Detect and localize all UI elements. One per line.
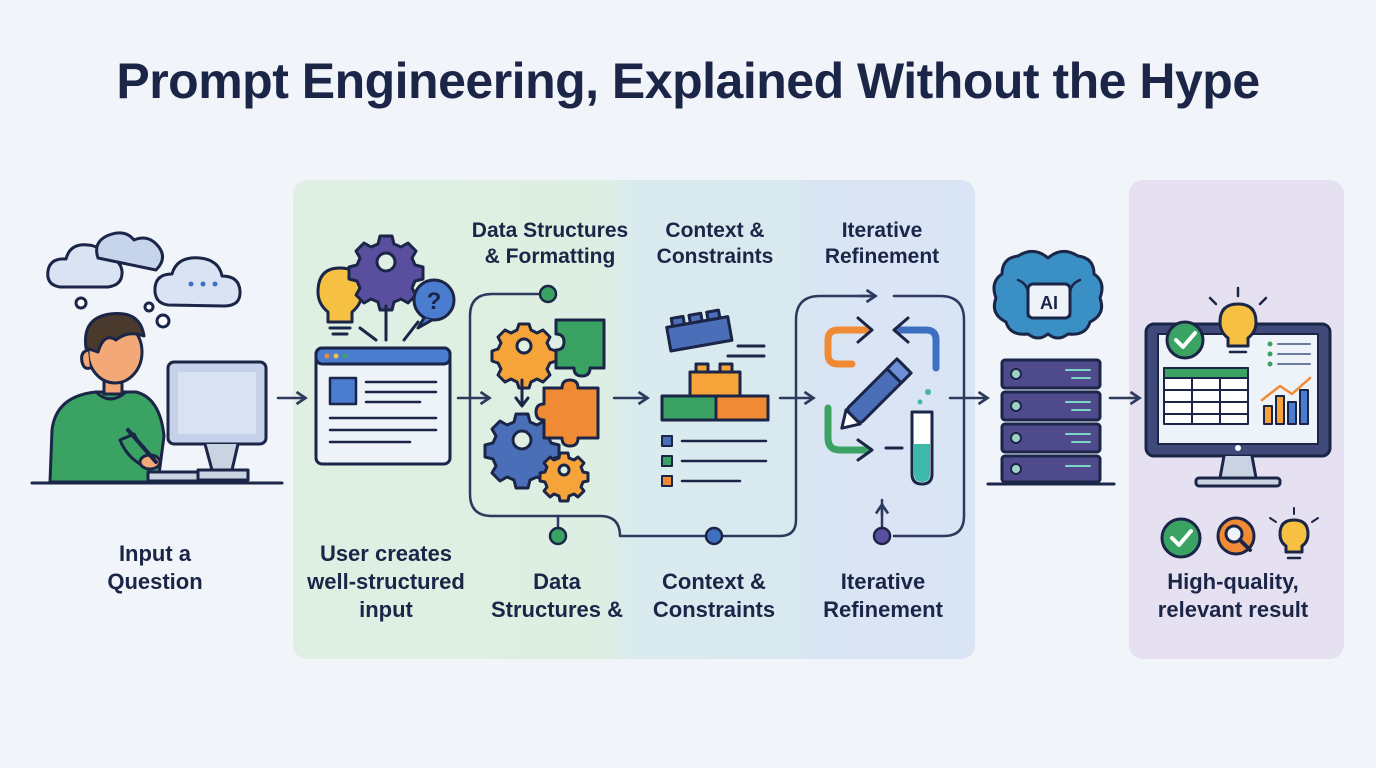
person-at-computer-icon <box>30 231 284 485</box>
result-dashboard-icon <box>1144 286 1332 488</box>
structured-input-icon <box>314 234 456 466</box>
ai-brain-icon <box>992 250 1104 340</box>
lightbulb-icon <box>1208 286 1268 354</box>
question-mark: ? <box>427 288 442 315</box>
ai-badge: AI <box>1040 293 1058 313</box>
label-user-creates: User creates well-structured input <box>307 541 465 622</box>
label-iterative: Iterative Refinement <box>823 569 943 622</box>
check-icon <box>1165 320 1205 360</box>
check-icon <box>1160 517 1202 559</box>
label-data-structures: Data Structures & <box>490 569 624 622</box>
flow-connectors <box>276 288 1142 538</box>
label-context: Context & Constraints <box>652 569 776 622</box>
label-result: High-quality, relevant result <box>1157 569 1309 622</box>
header-data-structures: Data Structures & Formatting <box>471 219 629 268</box>
building-blocks-icon <box>660 308 770 487</box>
puzzle-gears-icon <box>483 318 606 503</box>
gear-icon <box>490 322 558 390</box>
header-context: Context & Constraints <box>656 219 774 268</box>
header-iterative: Iterative Refinement <box>824 219 940 268</box>
server-stack-icon <box>986 358 1116 486</box>
magnifier-icon <box>1216 516 1256 556</box>
gear-icon <box>538 451 590 503</box>
page-title: Prompt Engineering, Explained Without th… <box>116 53 1260 109</box>
refinement-cycle-icon <box>824 316 940 486</box>
quality-icons <box>1160 507 1319 560</box>
gear-icon <box>347 234 425 312</box>
connector-dots <box>538 284 892 546</box>
thought-cloud-icon <box>46 231 242 329</box>
question-icon <box>412 278 456 330</box>
label-input-question: Input a Question <box>107 541 203 594</box>
lightbulb-icon <box>1269 507 1319 560</box>
